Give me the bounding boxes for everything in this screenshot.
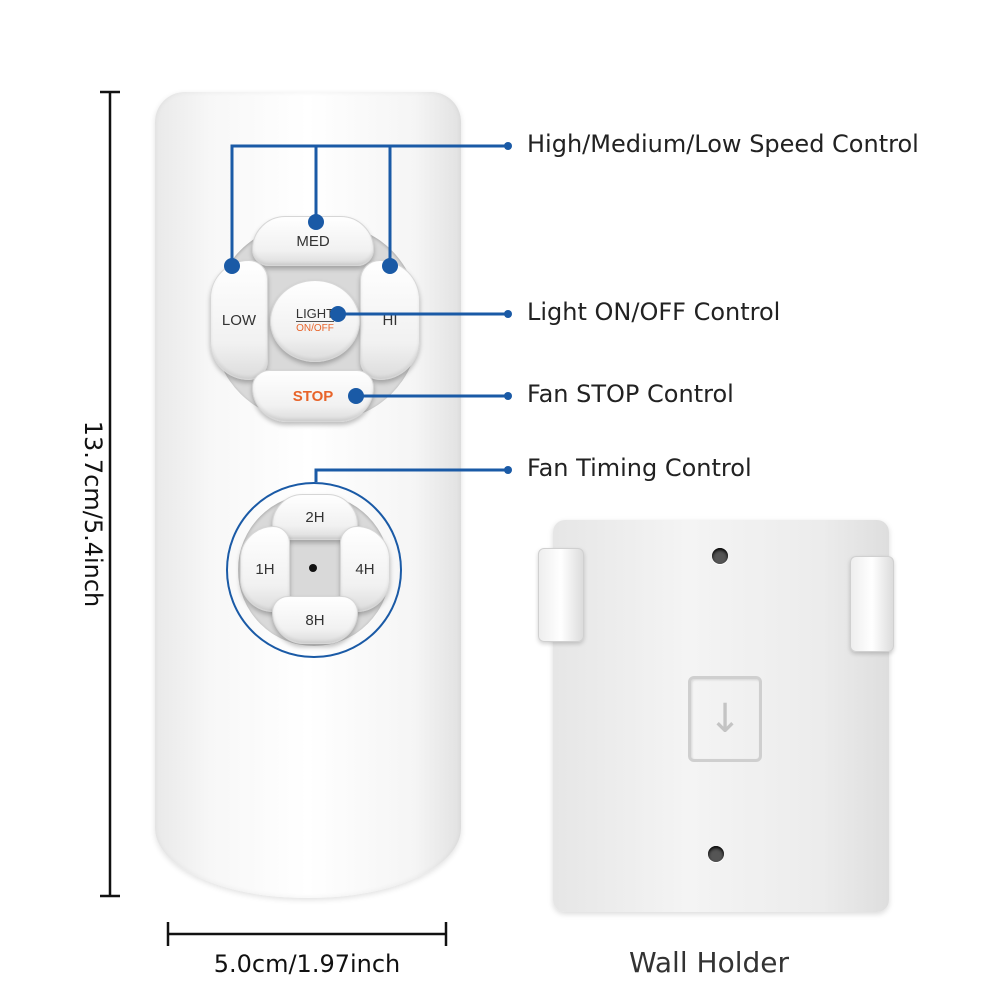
timer-8h-label: 8H xyxy=(305,611,325,629)
callout-dot-low xyxy=(224,258,240,274)
wall-holder-arrow-icon: ↓ xyxy=(688,676,762,762)
stop-control-label: Fan STOP Control xyxy=(527,380,734,408)
med-button-label: MED xyxy=(296,232,330,250)
wall-holder-left-clip xyxy=(538,548,584,642)
wall-holder xyxy=(553,520,889,912)
callout-dot-hi xyxy=(382,258,398,274)
low-button[interactable]: LOW xyxy=(210,260,268,380)
onoff-label: ON/OFF xyxy=(296,322,334,334)
timer-center-dot xyxy=(309,564,317,572)
timer-8h-button[interactable]: 8H xyxy=(272,596,358,644)
light-control-label: Light ON/OFF Control xyxy=(527,298,781,326)
stop-button-label: STOP xyxy=(292,387,334,405)
wall-holder-right-clip xyxy=(850,556,894,652)
height-dimension-label: 13.7cm/5.4inch xyxy=(79,420,107,608)
timer-1h-button[interactable]: 1H xyxy=(240,526,290,612)
low-button-label: LOW xyxy=(221,311,257,329)
callout-dot-stop xyxy=(348,388,364,404)
wall-holder-top-hole xyxy=(712,548,728,564)
width-dimension-label: 5.0cm/1.97inch xyxy=(213,950,401,978)
callout-dot-light-end xyxy=(504,310,512,318)
callout-dot-speed-end xyxy=(504,142,512,150)
timer-2h-label: 2H xyxy=(305,508,325,526)
callout-dot-light xyxy=(330,306,346,322)
wall-holder-label: Wall Holder xyxy=(629,946,789,979)
light-onoff-button[interactable]: LIGHT ON/OFF xyxy=(270,280,360,362)
callout-dot-stop-end xyxy=(504,392,512,400)
callout-dot-timing-end xyxy=(504,466,512,474)
hi-button-label: HI xyxy=(382,311,398,329)
timing-control-label: Fan Timing Control xyxy=(527,454,752,482)
med-button[interactable]: MED xyxy=(252,216,374,266)
speed-control-label: High/Medium/Low Speed Control xyxy=(527,130,919,158)
timer-ring xyxy=(226,482,402,658)
timer-1h-label: 1H xyxy=(255,560,275,578)
wall-holder-bottom-hole xyxy=(708,846,724,862)
timer-4h-label: 4H xyxy=(355,560,375,578)
light-label: LIGHT xyxy=(295,305,335,322)
callout-dot-med xyxy=(308,214,324,230)
